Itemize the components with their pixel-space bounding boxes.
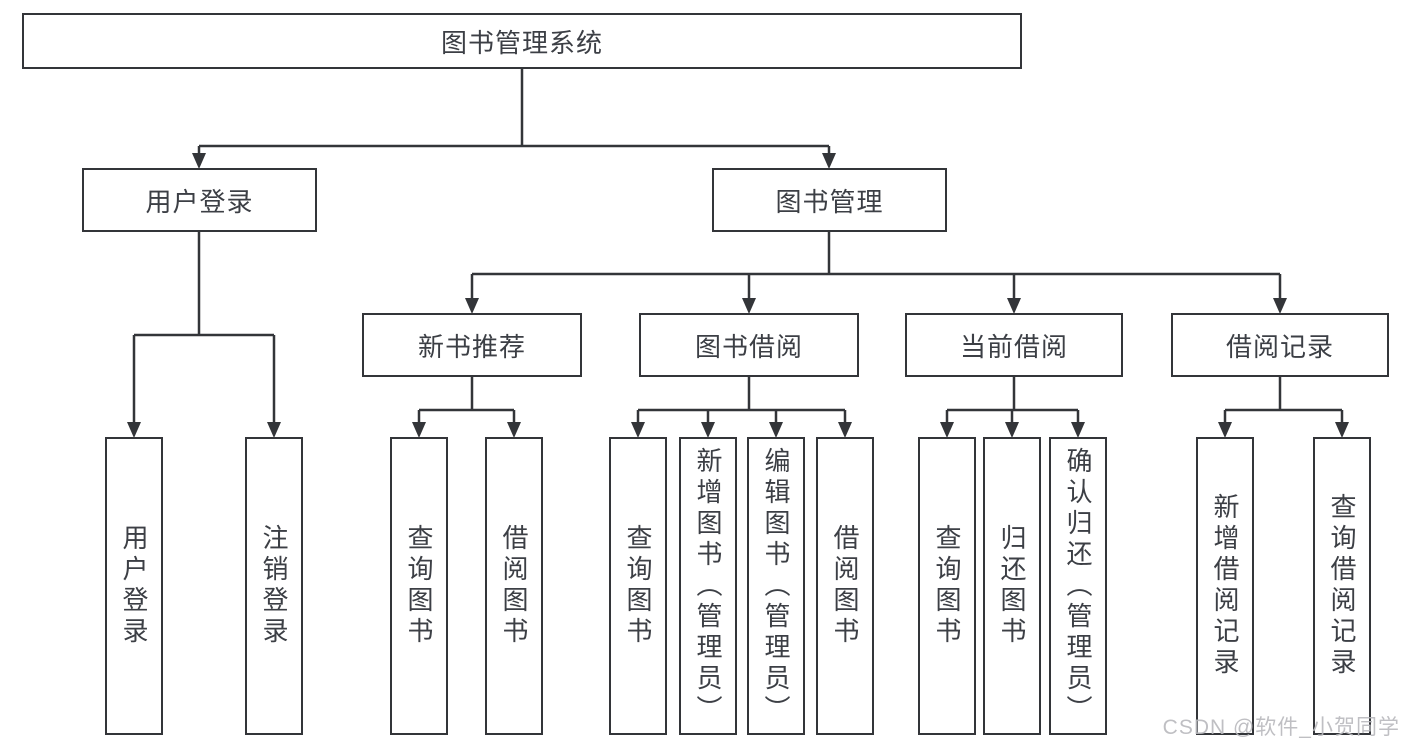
leaf-query-borrow-record: 查询借阅记录 (1313, 437, 1371, 735)
csdn-watermark: CSDN @软件_小贺同学 (1162, 716, 1400, 739)
leaf-return-book: 归还图书 (983, 437, 1041, 735)
leaf-borrow-books-recommend: 借阅图书 (485, 437, 543, 735)
leaf-confirm-return-admin: 确认归还（管理员） (1049, 437, 1107, 735)
leaf-edit-book-admin: 编辑图书（管理员） (747, 437, 805, 735)
leaf-add-borrow-record: 新增借阅记录 (1196, 437, 1254, 735)
leaf-user-login: 用户登录 (105, 437, 163, 735)
leaf-query-books-recommend: 查询图书 (390, 437, 448, 735)
node-book-management-branch: 图书管理 (712, 168, 947, 232)
leaf-borrow-books: 借阅图书 (816, 437, 874, 735)
leaf-query-books-current: 查询图书 (918, 437, 976, 735)
node-current-borrowing: 当前借阅 (905, 313, 1123, 377)
leaf-add-book-admin: 新增图书（管理员） (679, 437, 737, 735)
leaf-logout: 注销登录 (245, 437, 303, 735)
leaf-query-books-borrow: 查询图书 (609, 437, 667, 735)
node-user-login-branch: 用户登录 (82, 168, 317, 232)
node-borrowing-records: 借阅记录 (1171, 313, 1389, 377)
node-root: 图书管理系统 (22, 13, 1022, 69)
node-book-borrowing: 图书借阅 (639, 313, 859, 377)
node-new-book-recommend: 新书推荐 (362, 313, 582, 377)
